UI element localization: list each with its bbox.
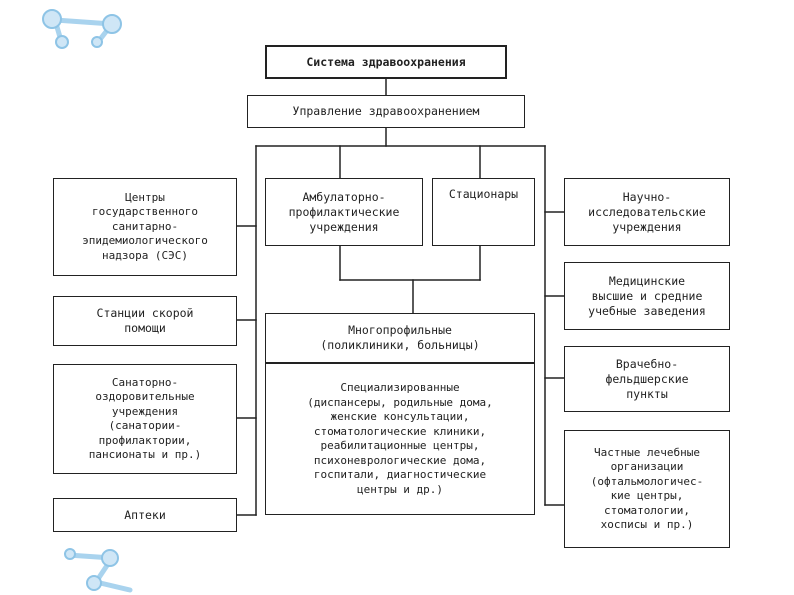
health-system-title-box: Система здравоохранения [265,45,507,79]
pharmacies-box: Аптеки [53,498,237,532]
private-clinics-box: Частные лечебные организации (офтальмоло… [564,430,730,548]
multiprofile-box: Многопрофильные (поликлиники, больницы) [265,313,535,363]
sanitary-epidemiological-centers-box: Центры государственного санитарно- эпиде… [53,178,237,276]
medical-schools-box: Медицинские высшие и средние учебные зав… [564,262,730,330]
ambulance-stations-box: Станции скорой помощи [53,296,237,346]
health-management-box: Управление здравоохранением [247,95,525,128]
research-institutions-box: Научно- исследовательские учреждения [564,178,730,246]
hospitals-box: Стационары [432,178,535,246]
specialized-box: Специализированные (диспансеры, родильны… [265,363,535,515]
ambulatory-institutions-box: Амбулаторно- профилактические учреждения [265,178,423,246]
feldsher-posts-box: Врачебно- фельдшерские пункты [564,346,730,412]
sanatorium-institutions-box: Санаторно- оздоровительные учреждения (с… [53,364,237,474]
